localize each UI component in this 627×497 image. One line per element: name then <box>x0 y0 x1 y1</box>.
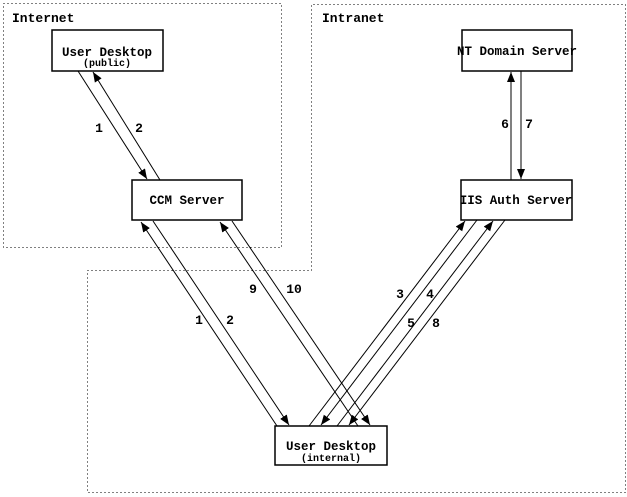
edge-step-4 <box>320 219 478 426</box>
edge-label-internal-1: 1 <box>195 313 203 328</box>
edge-step-9 <box>219 221 359 427</box>
edge-step-8 <box>348 219 506 426</box>
edge-public-response-2 <box>92 71 161 181</box>
ccm-server-box <box>131 179 243 221</box>
user-desktop-public-title: User Desktop <box>62 46 152 60</box>
edge-label-7: 7 <box>525 117 533 132</box>
edge-label-4: 4 <box>426 287 434 302</box>
node-ccm-server: CCM Server <box>131 179 243 221</box>
user-desktop-internal-title: User Desktop <box>286 440 376 454</box>
node-user-desktop-public: User Desktop (public) <box>51 29 164 72</box>
user-desktop-internal-subtitle: (internal) <box>301 453 361 465</box>
node-user-desktop-internal: User Desktop (internal) <box>274 425 388 466</box>
user-desktop-public-subtitle: (public) <box>83 58 131 70</box>
edge-label-10: 10 <box>286 282 302 297</box>
edge-label-8: 8 <box>432 316 440 331</box>
nt-domain-server-title: NT Domain Server <box>457 45 577 59</box>
iis-auth-server-title: IIS Auth Server <box>460 194 573 208</box>
edge-label-5: 5 <box>407 316 415 331</box>
edge-internal-request-1 <box>140 221 278 427</box>
node-iis-auth-server: IIS Auth Server <box>460 179 573 221</box>
edge-label-public-1: 1 <box>95 121 103 136</box>
edge-step-10 <box>231 220 371 426</box>
edge-label-internal-2: 2 <box>226 313 234 328</box>
edge-public-request-1 <box>77 70 148 180</box>
intranet-region-border <box>87 4 626 493</box>
edge-step-3 <box>308 220 466 427</box>
edge-label-9: 9 <box>249 282 257 297</box>
edge-label-3: 3 <box>396 287 404 302</box>
internet-region-label: Internet <box>12 11 74 26</box>
intranet-region-label: Intranet <box>322 11 384 26</box>
iis-auth-server-box <box>460 179 573 221</box>
edge-internal-response-2 <box>152 220 290 426</box>
user-desktop-public-box <box>51 29 164 72</box>
edge-label-public-2: 2 <box>135 121 143 136</box>
nt-domain-server-box <box>461 29 573 72</box>
user-desktop-internal-box <box>274 425 388 466</box>
edge-label-6: 6 <box>501 117 509 132</box>
internet-region-border <box>3 3 282 248</box>
edge-step-5 <box>336 220 494 427</box>
node-nt-domain-server: NT Domain Server <box>457 29 577 72</box>
ccm-server-title: CCM Server <box>149 194 224 208</box>
